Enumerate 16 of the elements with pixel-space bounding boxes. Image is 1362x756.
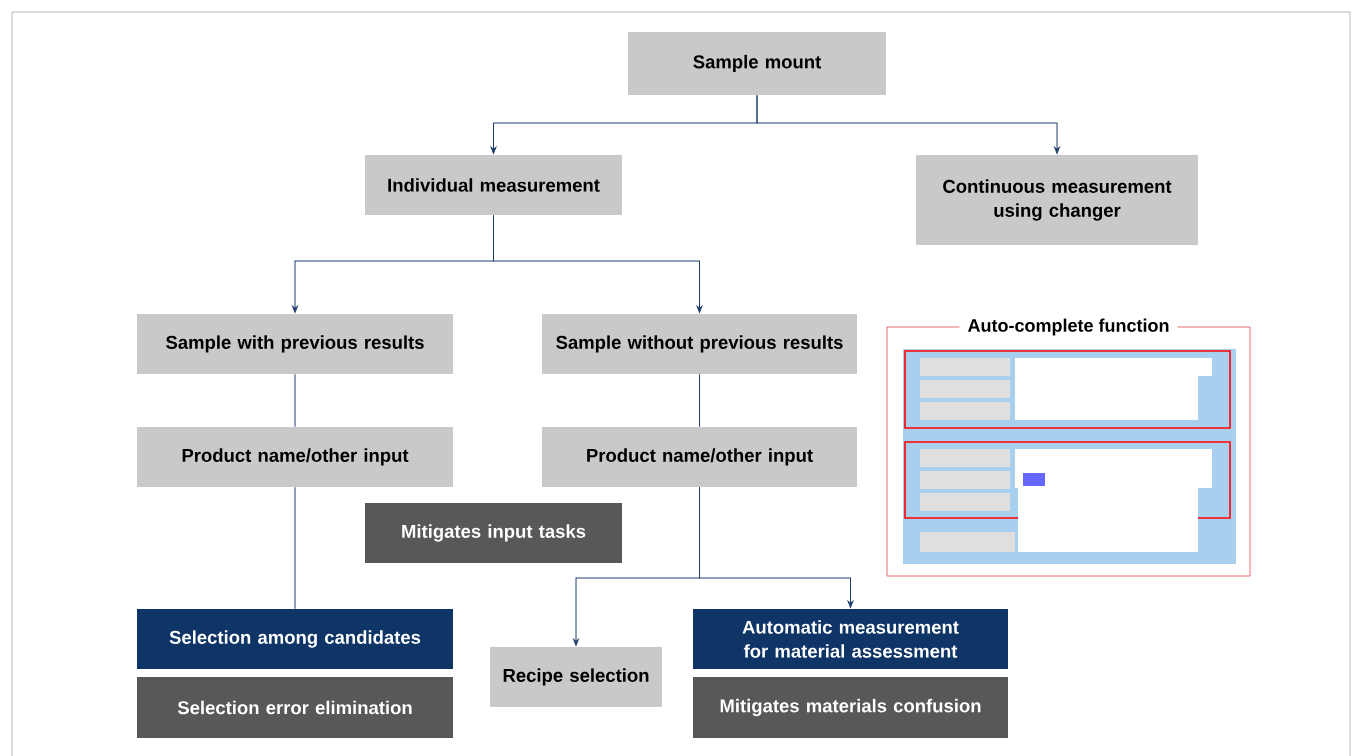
- process-box: Recipe selection: [490, 647, 662, 707]
- arrow: [493, 214, 703, 313]
- process-box: Individual measurement: [365, 155, 622, 215]
- arrow: [699, 486, 854, 608]
- process-box: Continuous measurement using changer: [916, 155, 1198, 245]
- process-box: Sample with previous results: [137, 314, 453, 374]
- process-box: Product name/other input: [137, 427, 453, 487]
- arrow: [756, 94, 1060, 154]
- result-box: Automatic measurement for material assessment: [693, 609, 1008, 669]
- benefit-box: Selection error elimination: [137, 677, 453, 738]
- process-box: Sample mount: [628, 32, 886, 95]
- benefit-box: Mitigates input tasks: [365, 503, 622, 563]
- process-box: Sample without previous results: [542, 314, 857, 374]
- benefit-box: Mitigates materials confusion: [693, 677, 1008, 738]
- result-box: Selection among candidates: [137, 609, 453, 669]
- process-box: Product name/other input: [542, 427, 857, 487]
